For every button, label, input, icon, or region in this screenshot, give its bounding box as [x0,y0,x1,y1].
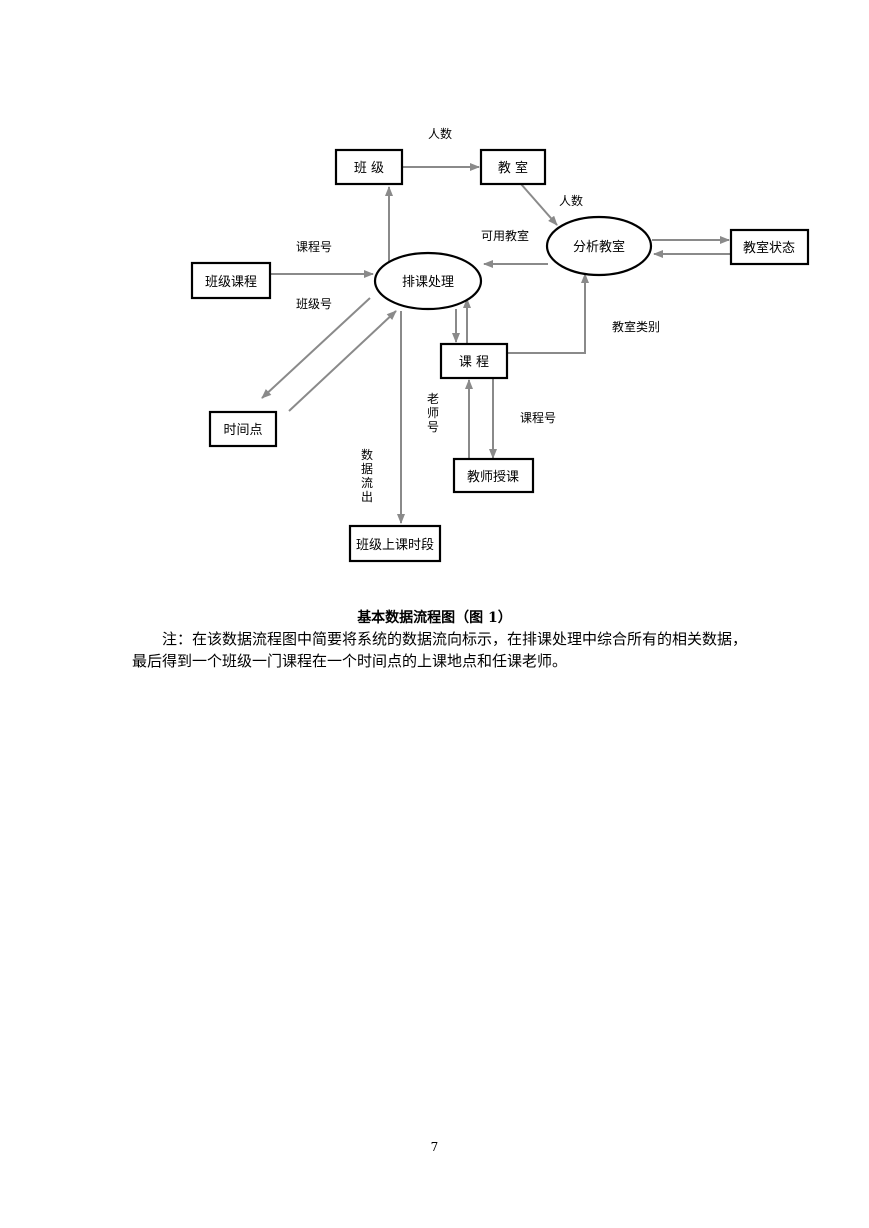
node-analyze-room: 分析教室 [545,215,653,277]
node-class-label: 班 级 [354,161,384,176]
arrow-course-to-analyze [508,273,589,354]
flow-label-data-out: 数据流出 [361,447,373,504]
node-class: 班 级 [334,148,404,186]
flow-label-class-no: 班级号 [296,297,332,311]
flow-label-room-type: 教室类别 [612,319,660,334]
figure-caption: 基本数据流程图（图 1） [357,610,512,626]
node-course-label: 课 程 [459,355,489,370]
node-classroom: 教 室 [479,148,547,186]
node-course: 课 程 [439,342,509,380]
node-scheduling-label: 排课处理 [402,275,454,290]
page-number: 7 [430,1140,439,1154]
node-scheduling: 排课处理 [373,251,483,311]
figure-note: 注：在该数据流程图中简要将系统的数据流向标示，在排课处理中综合所有的相关数据，最… [132,630,748,670]
node-class-course: 班级课程 [190,261,272,300]
arrow-classroom-to-analyze [520,183,558,226]
flow-label-headcount-top: 人数 [428,126,452,141]
node-room-status: 教室状态 [729,228,810,266]
node-class-period-label: 班级上课时段 [356,538,434,553]
node-room-status-label: 教室状态 [743,240,795,256]
flow-label-teacher-no: 老师号 [427,392,439,434]
node-class-period: 班级上课时段 [348,524,442,563]
node-teacher-course-label: 教师授课 [467,469,519,485]
flow-label-course-no-bottom: 课程号 [520,410,556,425]
flow-arrows [261,163,730,524]
node-time-point: 时间点 [208,410,278,448]
node-class-course-label: 班级课程 [205,275,257,290]
data-flow-diagram: 班 级 教 室 分析教室 教室状态 班级课程 排课处理 课 程 时间点 教师授课… [190,126,810,563]
node-teacher-course: 教师授课 [452,457,535,494]
flow-label-course-no-left: 课程号 [296,239,332,254]
arrow-timepoint-to-scheduling [288,310,397,412]
arrow-scheduling-to-timepoint [261,297,371,399]
flow-labels: 人数 人数 可用教室 课程号 班级号 教室类别 课程号 老师号 数据流出 [296,126,660,504]
node-classroom-label: 教 室 [498,160,528,176]
flow-label-available-room: 可用教室 [481,228,529,243]
flow-label-headcount-right: 人数 [559,193,583,208]
node-analyze-room-label: 分析教室 [573,239,625,255]
node-time-point-label: 时间点 [223,423,262,438]
